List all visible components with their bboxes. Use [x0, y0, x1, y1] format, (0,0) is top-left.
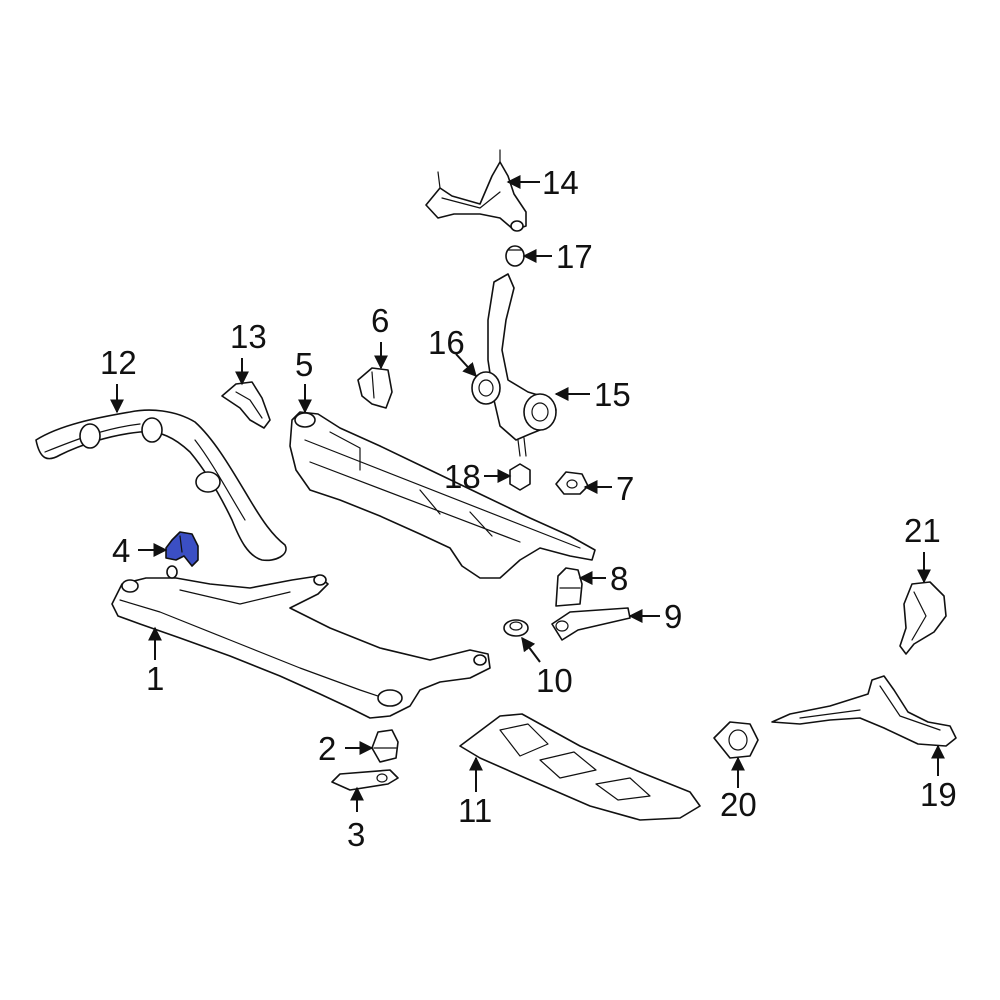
callout-9: 9 — [664, 598, 682, 635]
part-12-stabilizer-bar[interactable] — [35, 409, 287, 562]
callout-14: 14 — [542, 164, 579, 201]
part-4-stabilizer-bushing[interactable] — [165, 531, 199, 567]
part-3-plate[interactable] — [331, 769, 399, 791]
part-1-subframe[interactable] — [111, 565, 491, 719]
part-21-bracket[interactable] — [899, 581, 947, 655]
part-15-knuckle[interactable] — [487, 273, 557, 457]
leader-16 — [455, 353, 477, 378]
callout-11: 11 — [458, 792, 492, 829]
part-17-bushing[interactable] — [505, 245, 525, 267]
callout-21: 21 — [904, 512, 941, 549]
callout-7: 7 — [616, 470, 634, 507]
part-2-mount[interactable] — [371, 729, 399, 763]
callout-20: 20 — [720, 786, 757, 823]
callout-17: 17 — [556, 238, 593, 275]
part-9-plate[interactable] — [551, 607, 631, 641]
callout-10: 10 — [536, 662, 573, 699]
callout-19: 19 — [920, 776, 957, 813]
callout-4: 4 — [112, 532, 130, 569]
callout-labels: 1 2 3 4 5 6 7 8 9 10 11 12 13 14 15 16 1… — [100, 164, 957, 853]
callout-8: 8 — [610, 560, 628, 597]
part-6-mount[interactable] — [357, 367, 393, 409]
part-8-mount[interactable] — [555, 567, 583, 607]
part-10-bushing[interactable] — [503, 619, 529, 637]
leader-lines — [110, 175, 945, 812]
part-18-bushing[interactable] — [509, 463, 531, 491]
callout-5: 5 — [295, 346, 313, 383]
callout-3: 3 — [347, 816, 365, 853]
part-7-nut[interactable] — [555, 471, 589, 495]
callout-13: 13 — [230, 318, 267, 355]
part-13-bracket[interactable] — [221, 381, 271, 429]
part-14-upper-control-arm[interactable] — [425, 149, 527, 232]
part-20-bushing[interactable] — [713, 721, 759, 759]
part-11-skid-plate[interactable] — [459, 713, 701, 821]
part-19-lower-control-arm[interactable] — [771, 675, 957, 747]
callout-16: 16 — [428, 324, 465, 361]
leader-10 — [521, 636, 541, 663]
callout-1: 1 — [146, 660, 164, 697]
callout-6: 6 — [371, 302, 389, 339]
callout-2: 2 — [318, 730, 336, 767]
callout-15: 15 — [594, 376, 631, 413]
callout-18: 18 — [444, 458, 481, 495]
callout-12: 12 — [100, 344, 137, 381]
part-16-seal[interactable] — [471, 371, 501, 405]
part-5-steering-rack[interactable] — [289, 411, 596, 579]
